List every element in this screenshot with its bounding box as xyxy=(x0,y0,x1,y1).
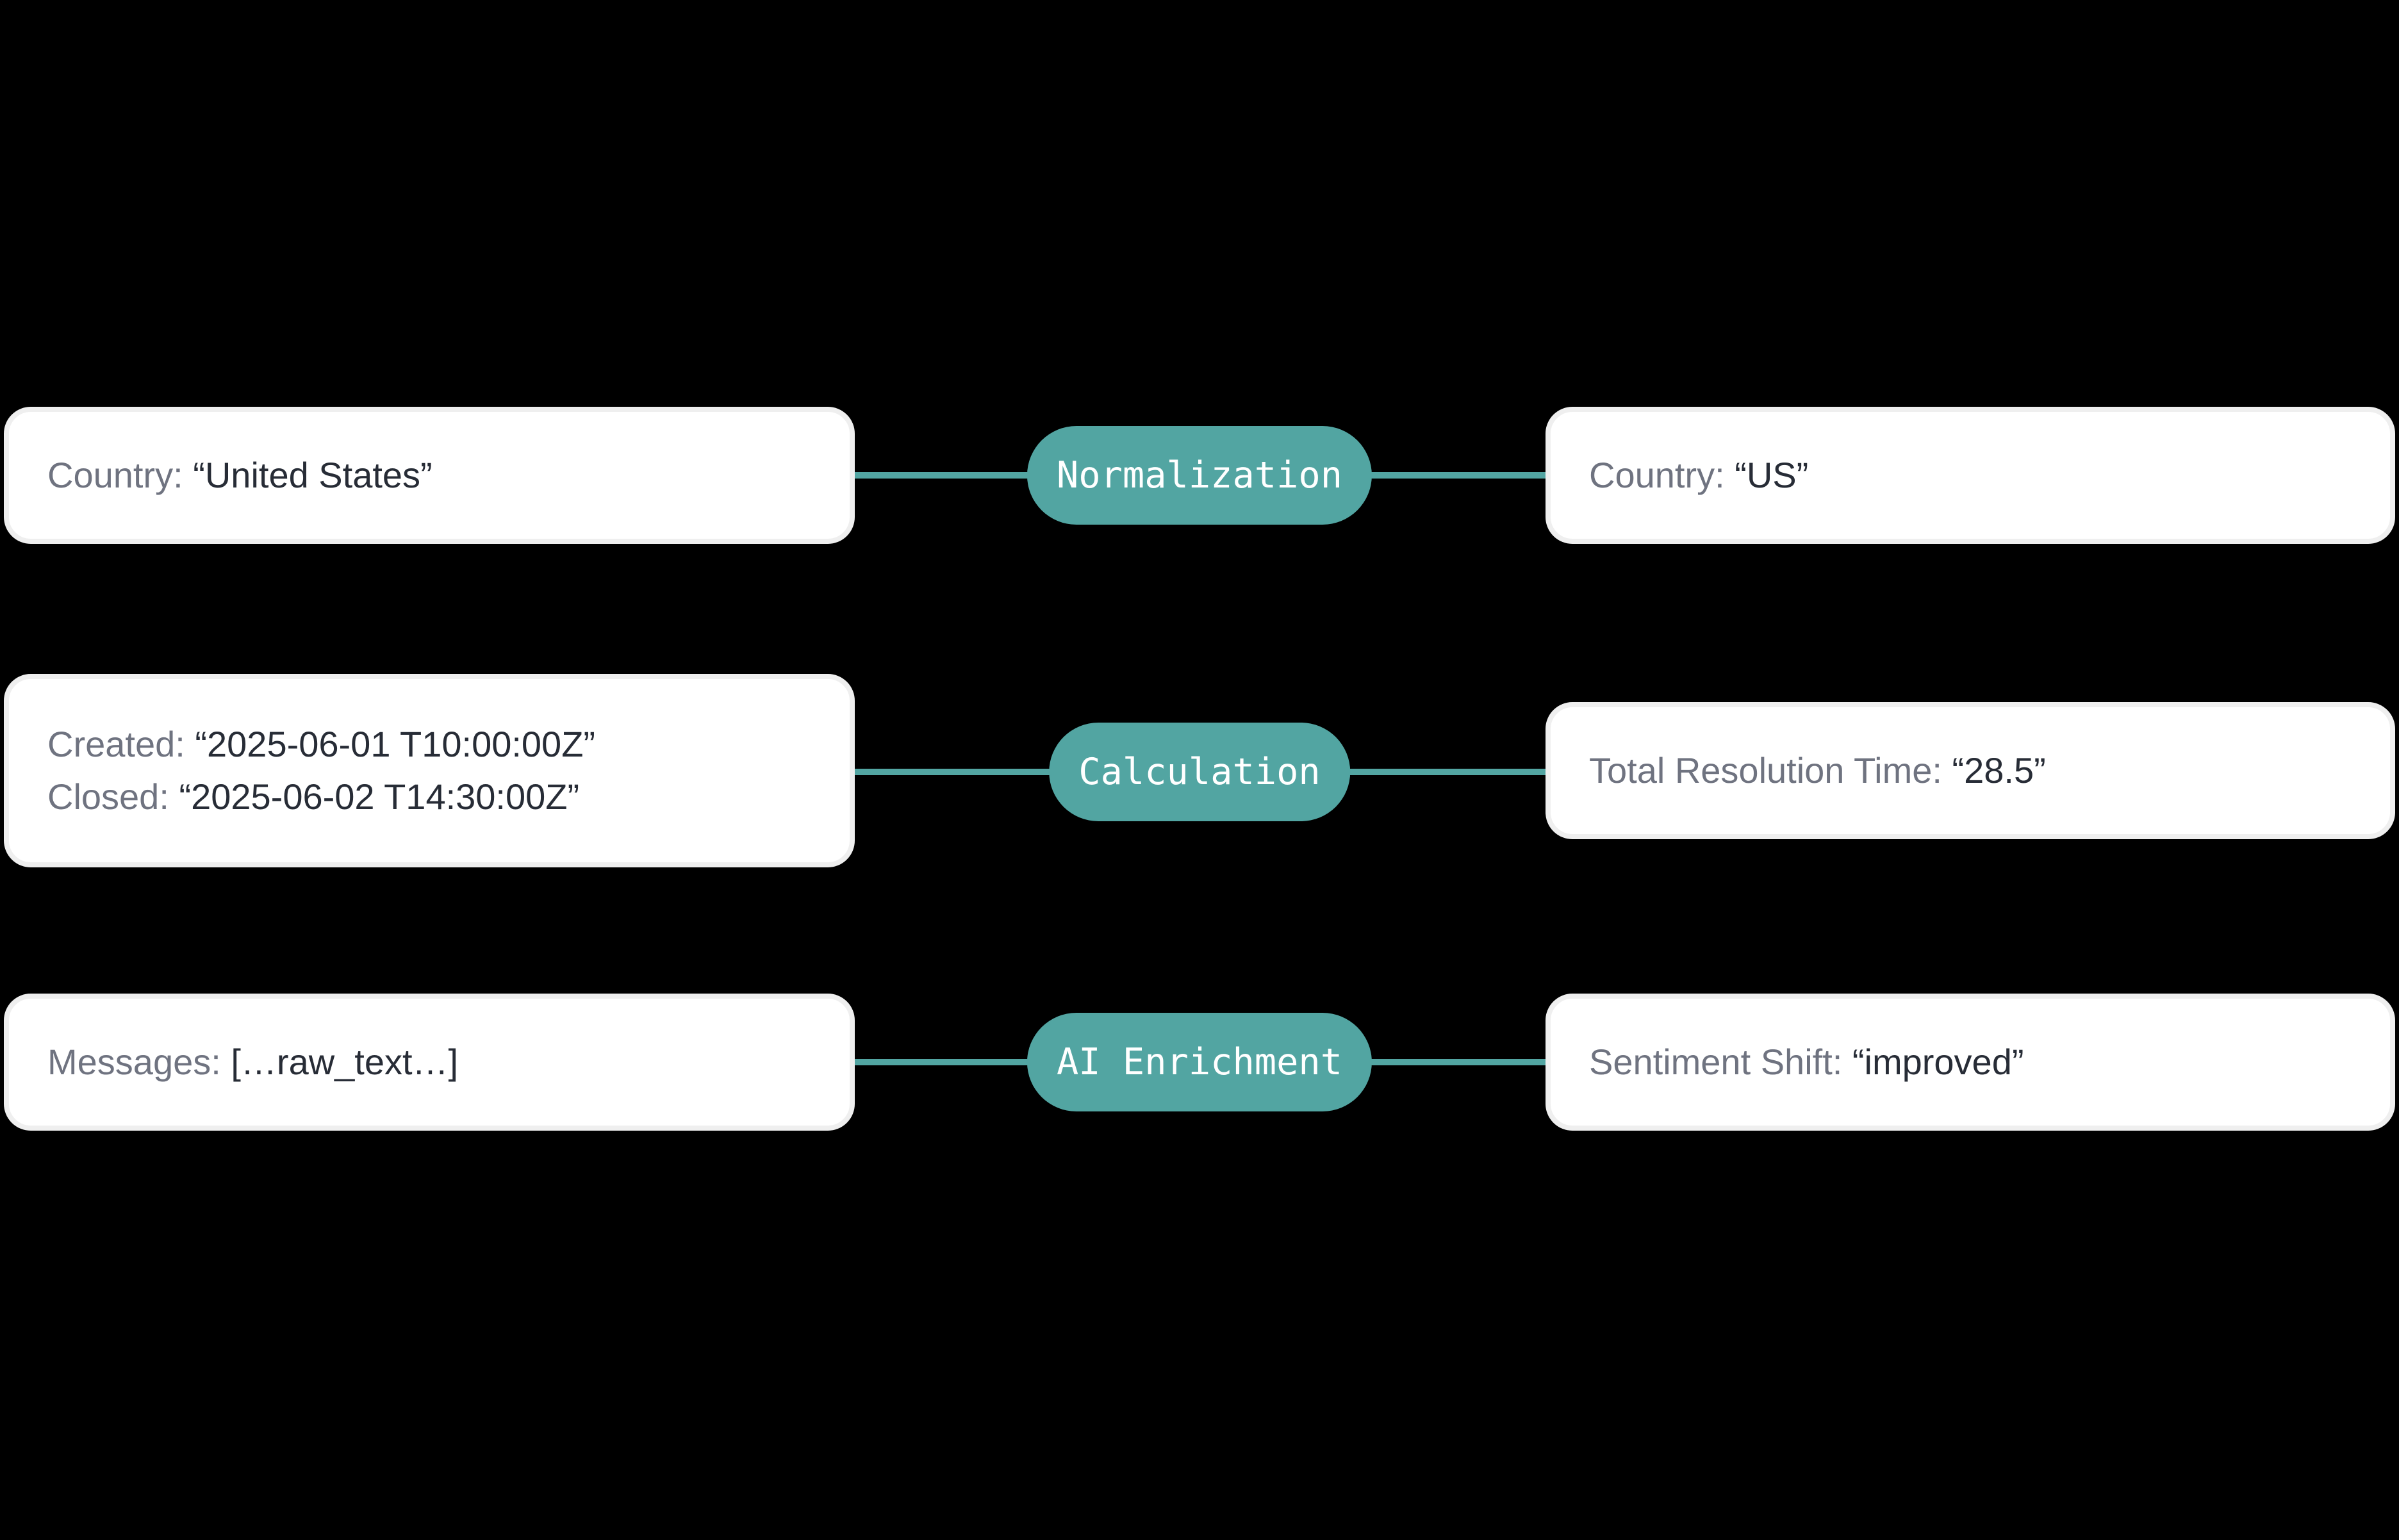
transform-pill-normalization: Normalization xyxy=(1026,426,1373,525)
field-line: Messages: […raw_text…] xyxy=(47,1036,811,1088)
field-label: Closed: xyxy=(47,776,169,817)
field-label: Created: xyxy=(47,724,185,764)
transform-label: Normalization xyxy=(1056,454,1343,496)
transform-label: AI Enrichment xyxy=(1056,1041,1343,1083)
transform-pill-ai-enrichment: AI Enrichment xyxy=(1026,1013,1373,1111)
field-label: Sentiment Shift: xyxy=(1589,1042,1843,1082)
field-label: Country: xyxy=(47,455,183,495)
field-value: “improved” xyxy=(1852,1042,2024,1082)
field-value: “28.5” xyxy=(1952,750,2046,790)
field-value: “2025-06-01 T10:00:00Z” xyxy=(195,724,596,764)
transform-label: Calculation xyxy=(1078,751,1321,793)
field-label: Total Resolution Time: xyxy=(1589,750,1942,790)
field-value: “United States” xyxy=(193,455,433,495)
field-line: Created: “2025-06-01 T10:00:00Z” xyxy=(47,718,811,771)
field-value: “2025-06-02 T14:30:00Z” xyxy=(179,776,580,817)
input-card-normalization: Country: “United States” xyxy=(4,407,855,544)
field-value: […raw_text…] xyxy=(231,1042,459,1082)
field-label: Country: xyxy=(1589,455,1725,495)
output-card-normalization: Country: “US” xyxy=(1546,407,2395,544)
transform-pill-calculation: Calculation xyxy=(1049,723,1350,821)
field-line: Closed: “2025-06-02 T14:30:00Z” xyxy=(47,771,811,823)
field-line: Total Resolution Time: “28.5” xyxy=(1589,744,2352,797)
output-card-ai-enrichment: Sentiment Shift: “improved” xyxy=(1546,994,2395,1131)
output-card-calculation: Total Resolution Time: “28.5” xyxy=(1546,702,2395,839)
input-card-ai-enrichment: Messages: […raw_text…] xyxy=(4,994,855,1131)
field-value: “US” xyxy=(1735,455,1809,495)
field-line: Country: “United States” xyxy=(47,449,811,502)
input-card-calculation: Created: “2025-06-01 T10:00:00Z” Closed:… xyxy=(4,674,855,867)
field-line: Country: “US” xyxy=(1589,449,2352,502)
field-line: Sentiment Shift: “improved” xyxy=(1589,1036,2352,1088)
field-label: Messages: xyxy=(47,1042,221,1082)
